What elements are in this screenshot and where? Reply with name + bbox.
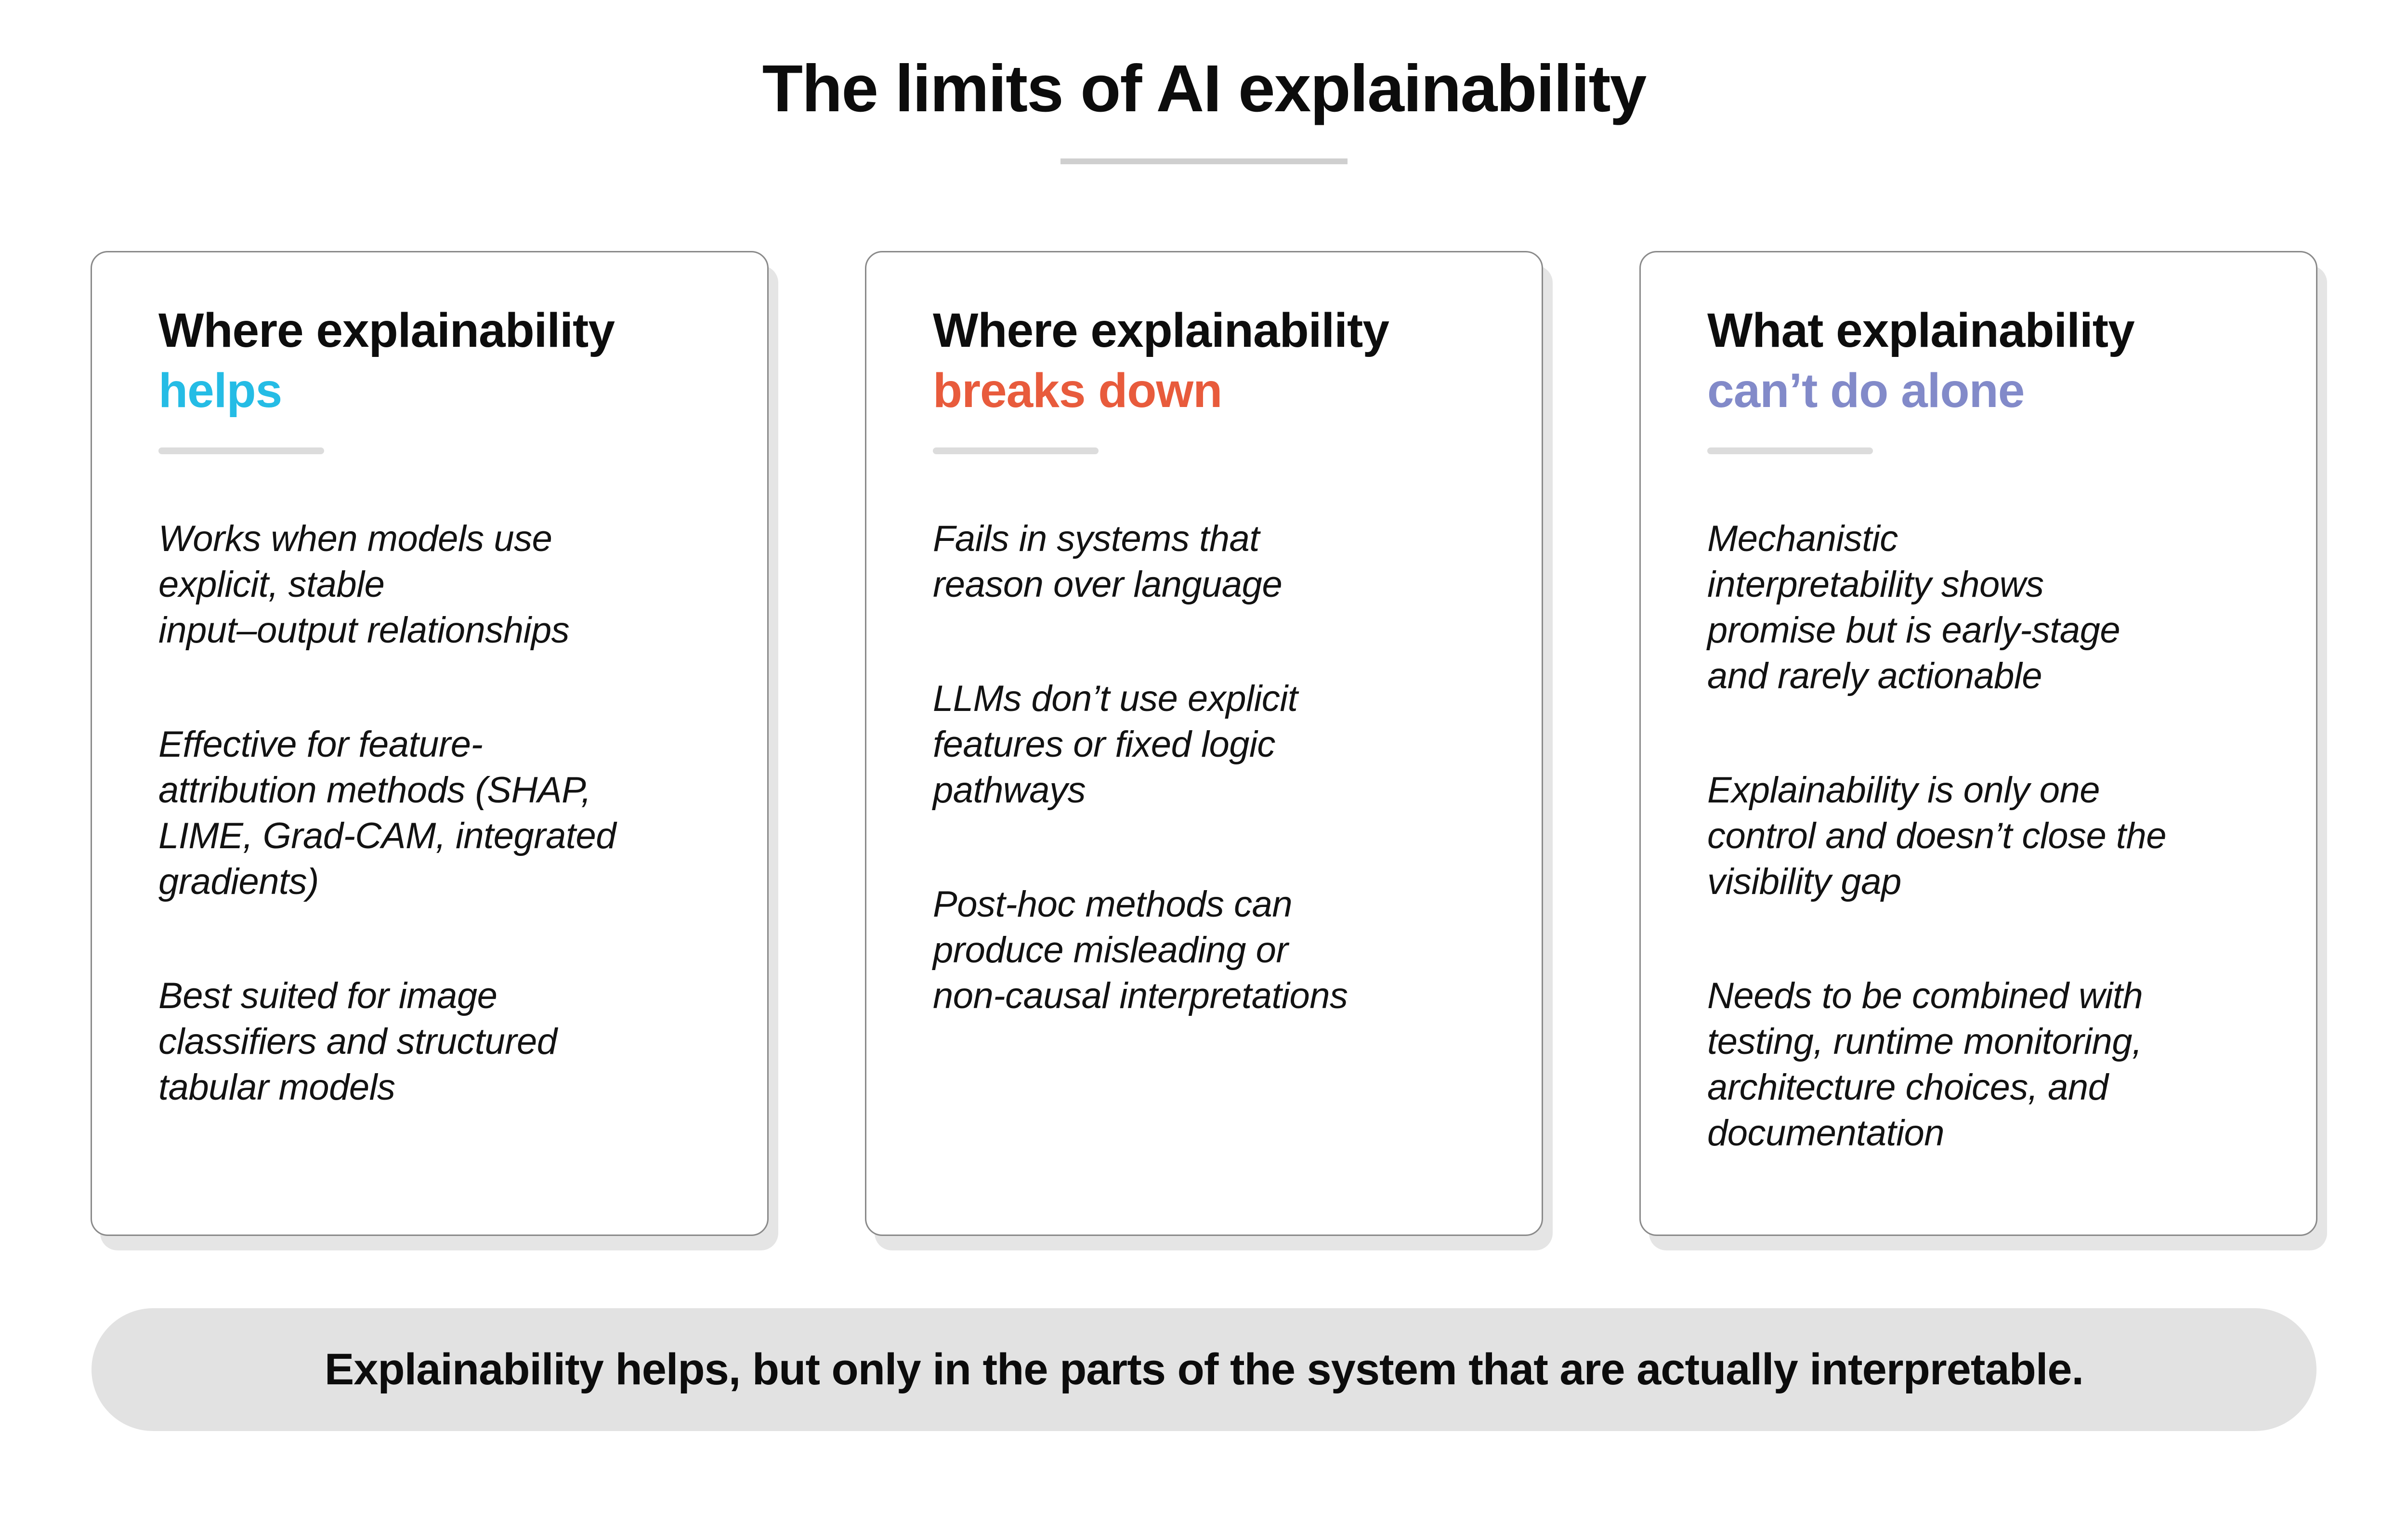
card-item: Mechanistic interpretability shows promi… bbox=[1707, 518, 2120, 696]
card-item: Explainability is only one control and d… bbox=[1707, 769, 2167, 902]
card-heading-black: Where explainability bbox=[158, 303, 615, 357]
card-item: LLMs don’t use explicit features or fixe… bbox=[933, 678, 1298, 811]
card-item: Post-hoc methods can produce misleading … bbox=[933, 883, 1348, 1016]
page-title: The limits of AI explainability bbox=[762, 52, 1647, 126]
card-where-explainability-helps: Where explainability helps Works when mo… bbox=[91, 250, 769, 1236]
card-where-explainability-breaks-down: Where explainability breaks down Fails i… bbox=[865, 250, 1543, 1236]
card-body: Mechanistic interpretability shows promi… bbox=[1707, 516, 2253, 1156]
card-heading-black: Where explainability bbox=[933, 303, 1389, 357]
card-item: Fails in systems that reason over langua… bbox=[933, 518, 1283, 605]
footer-pill: Explainability helps, but only in the pa… bbox=[92, 1308, 2316, 1431]
card-what-explainability-cant-do-alone: What explainability can’t do alone Mecha… bbox=[1639, 250, 2317, 1236]
card-heading-black: What explainability bbox=[1707, 303, 2135, 357]
card-heading-accent: helps bbox=[158, 363, 282, 418]
card-divider bbox=[158, 447, 324, 454]
card-item: Effective for feature- attribution metho… bbox=[158, 723, 616, 902]
title-underline bbox=[1060, 158, 1348, 164]
card-heading-accent: breaks down bbox=[933, 363, 1222, 418]
card-item: Best suited for image classifiers and st… bbox=[158, 975, 557, 1108]
card-heading-accent: can’t do alone bbox=[1707, 363, 2025, 418]
card-divider bbox=[1707, 447, 1873, 454]
card-item: Needs to be combined with testing, runti… bbox=[1707, 975, 2143, 1154]
card-heading: Where explainability breaks down bbox=[933, 301, 1479, 421]
card-body: Fails in systems that reason over langua… bbox=[933, 516, 1479, 1019]
card-item: Works when models use explicit, stable i… bbox=[158, 518, 570, 651]
footer-text: Explainability helps, but only in the pa… bbox=[324, 1344, 2084, 1394]
card-heading: Where explainability helps bbox=[158, 301, 705, 421]
card-divider bbox=[933, 447, 1099, 454]
card-heading: What explainability can’t do alone bbox=[1707, 301, 2253, 421]
cards-row: Where explainability helps Works when mo… bbox=[0, 250, 2408, 1236]
card-body: Works when models use explicit, stable i… bbox=[158, 516, 705, 1110]
